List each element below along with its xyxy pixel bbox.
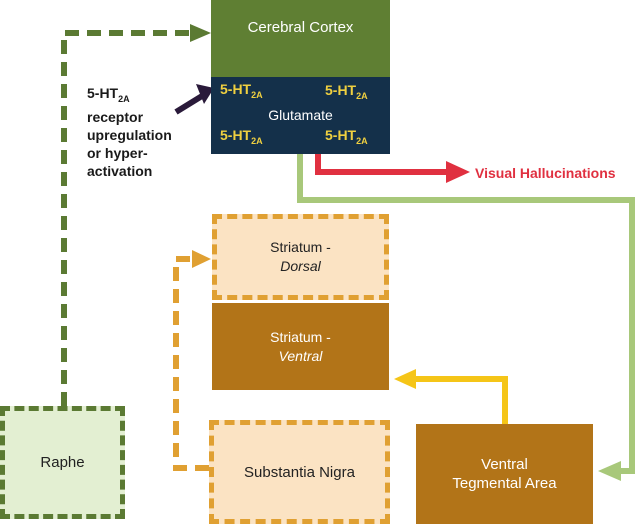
sn-to-dorsal-arrowhead — [192, 250, 211, 268]
cerebral-cortex-label: Cerebral Cortex — [247, 19, 354, 36]
receptor-label-top-right: 5-HT2A — [325, 82, 368, 101]
annotation-line-1: receptor — [87, 108, 144, 125]
striatum-dorsal-box: Striatum - Dorsal — [212, 214, 389, 300]
glutamate-to-hallucinations-line — [315, 154, 448, 175]
annotation-line-3: or hyper- — [87, 144, 148, 161]
vta-box: Ventral Tegmental Area — [416, 424, 593, 524]
annotation-line-2: upregulation — [87, 126, 172, 143]
vta-to-ventral-arrowhead — [394, 369, 416, 389]
striatum-dorsal-label: Striatum - — [270, 239, 331, 255]
annotation-arrow-line — [174, 93, 204, 115]
sn-to-dorsal-line — [173, 256, 209, 471]
striatum-ventral-sublabel: Ventral — [278, 347, 323, 364]
vta-label-line-1: Ventral — [481, 456, 528, 473]
glutamate-box: Glutamate 5-HT2A 5-HT2A 5-HT2A 5-HT2A — [211, 77, 390, 154]
raphe-to-cortex-arrowhead — [190, 24, 211, 42]
cortex-to-vta-line — [297, 154, 635, 474]
annotation-line-4: activation — [87, 162, 153, 179]
vta-label-line-2: Tegmental Area — [452, 475, 557, 492]
annotation-arrowhead — [196, 84, 214, 104]
receptor-label-bottom-left: 5-HT2A — [220, 127, 263, 146]
cortex-to-vta-arrowhead — [598, 461, 621, 481]
receptor-label-top-left: 5-HT2A — [220, 81, 263, 100]
visual-hallucinations-label: Visual Hallucinations — [475, 165, 616, 181]
receptor-label-bottom-right: 5-HT2A — [325, 127, 368, 146]
substantia-nigra-box: Substantia Nigra — [209, 420, 390, 524]
raphe-box: Raphe — [0, 406, 125, 519]
raphe-label: Raphe — [40, 454, 85, 471]
annotation-title: 5-HT2A — [87, 85, 130, 104]
vta-to-ventral-line — [414, 376, 508, 424]
striatum-ventral-box: Striatum - Ventral — [212, 303, 389, 390]
striatum-ventral-label: Striatum - — [270, 328, 331, 345]
striatum-dorsal-sublabel: Dorsal — [280, 258, 321, 274]
cerebral-cortex-box: Cerebral Cortex — [211, 0, 390, 77]
glutamate-label: Glutamate — [268, 107, 333, 123]
receptor-annotation: 5-HT2A receptor upregulation or hyper- a… — [87, 84, 197, 180]
glutamate-to-hallucinations-arrowhead — [446, 161, 470, 183]
substantia-nigra-label: Substantia Nigra — [244, 463, 355, 481]
